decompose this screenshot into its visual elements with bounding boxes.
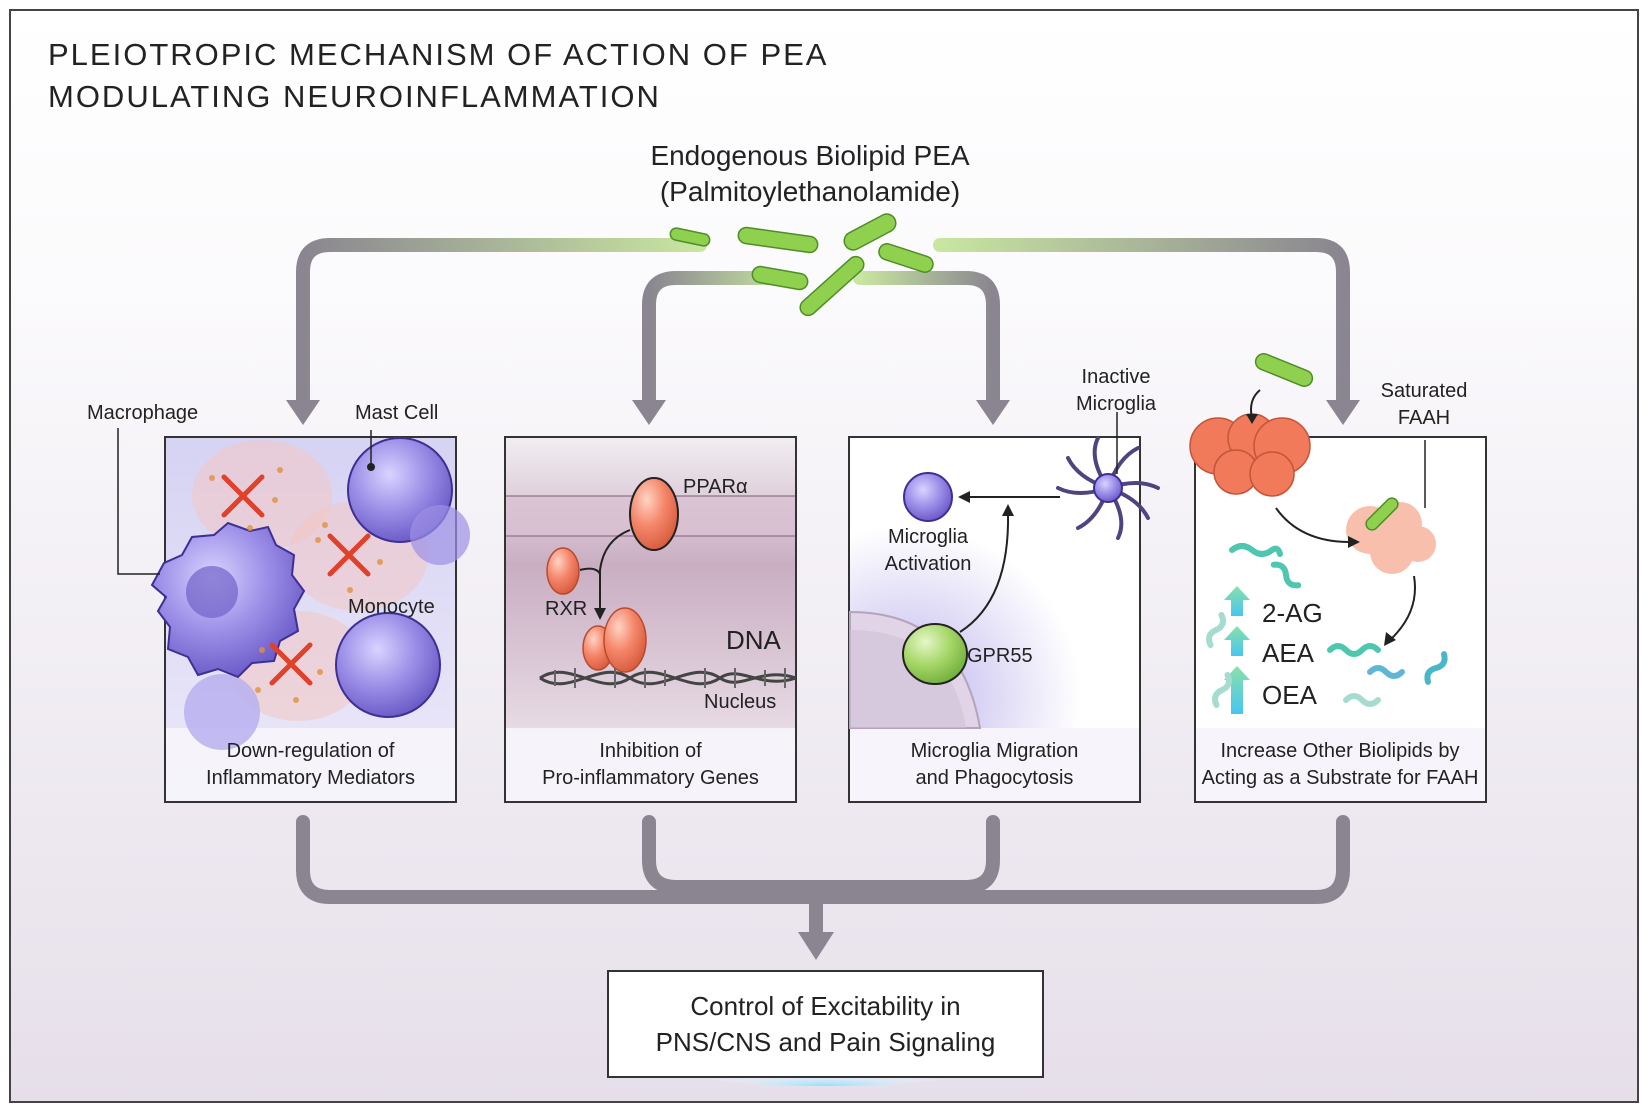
- title-line-2: MODULATING NEUROINFLAMMATION: [48, 79, 661, 114]
- caption-line: Down-regulation of: [226, 740, 395, 762]
- caption-line: Pro-inflammatory Genes: [542, 767, 759, 789]
- panel-genes: [504, 436, 797, 803]
- label-line: Microglia: [1075, 393, 1157, 415]
- caption-line: Inhibition of: [599, 740, 702, 762]
- activated-microglia: [903, 472, 953, 522]
- dna-label: DNA: [726, 625, 781, 655]
- panel-caption-faah: Increase Other Biolipids by Acting as a …: [1190, 738, 1490, 792]
- panel-caption-genes: Inhibition of Pro-inflammatory Genes: [506, 738, 795, 792]
- microglia-activation-label: Microglia Activation: [868, 524, 988, 578]
- gpr55: [902, 623, 968, 685]
- rxr-label: RXR: [545, 598, 588, 620]
- pea-source-line-1: Endogenous Biolipid PEA: [650, 140, 970, 171]
- nucleus-label: Nucleus: [704, 691, 777, 713]
- gpr55-label: GPR55: [967, 645, 1033, 667]
- outcome-line-2: PNS/CNS and Pain Signaling: [655, 1027, 996, 1057]
- outcome-arrowhead: [798, 932, 834, 960]
- panel-caption-microglia: Microglia Migration and Phagocytosis: [850, 738, 1139, 792]
- pea-molecules: [669, 213, 934, 317]
- aea-label: AEA: [1262, 638, 1315, 668]
- pea-source-line-2: (Palmitoylethanolamide): [659, 176, 961, 207]
- bottom-arrows: [296, 815, 1350, 942]
- biolipids: [1206, 543, 1448, 709]
- 2ag-label: 2-AG: [1262, 598, 1323, 628]
- label-line: Saturated: [1380, 380, 1468, 402]
- page-title: PLEIOTROPIC MECHANISM OF ACTION OF PEA M…: [48, 34, 828, 118]
- inactive-microglia-label: Inactive Microglia: [1066, 364, 1166, 418]
- macrophage-label: Macrophage: [87, 402, 199, 424]
- faah-pea-molecule: [1254, 353, 1314, 387]
- top-arrows: [296, 238, 1350, 407]
- monocyte-label: Monocyte: [348, 596, 435, 618]
- inhibit-x-marks: [221, 474, 371, 686]
- top-arrowheads: [286, 400, 1360, 425]
- outcome-box: Control of Excitability in PNS/CNS and P…: [607, 970, 1044, 1078]
- panel-microglia: [848, 412, 1160, 803]
- caption-line: Inflammatory Mediators: [206, 767, 415, 789]
- caption-line: Microglia Migration: [910, 740, 1079, 762]
- saturated-faah: [1346, 502, 1436, 574]
- panel-inflammatory: [117, 428, 470, 803]
- panel-caption-inflammatory: Down-regulation of Inflammatory Mediator…: [166, 738, 455, 792]
- mast-cell-label: Mast Cell: [355, 402, 439, 424]
- saturated-faah-label: Saturated FAAH: [1374, 378, 1474, 432]
- caption-line: and Phagocytosis: [915, 767, 1074, 789]
- monocyte: [335, 612, 441, 718]
- label-line: Inactive: [1081, 366, 1151, 388]
- oea-label: OEA: [1262, 680, 1317, 710]
- pea-source-label: Endogenous Biolipid PEA (Palmitoylethano…: [560, 138, 1060, 210]
- rxr: [546, 547, 580, 595]
- label-line: FAAH: [1397, 407, 1451, 429]
- faah-enzyme: [1189, 413, 1311, 497]
- caption-line: Acting as a Substrate for FAAH: [1201, 767, 1479, 789]
- label-line: Microglia: [887, 526, 969, 548]
- dna-helix: [539, 670, 797, 686]
- outcome-line-1: Control of Excitability in: [690, 991, 961, 1021]
- ppar-alpha-label: PPARα: [683, 476, 748, 498]
- panel-faah: [1189, 353, 1487, 803]
- macrophage-leader: [117, 428, 160, 575]
- title-line-1: PLEIOTROPIC MECHANISM OF ACTION OF PEA: [48, 37, 829, 72]
- ppar-alpha: [629, 477, 679, 551]
- caption-line: Increase Other Biolipids by: [1220, 740, 1460, 762]
- label-line: Activation: [884, 553, 972, 575]
